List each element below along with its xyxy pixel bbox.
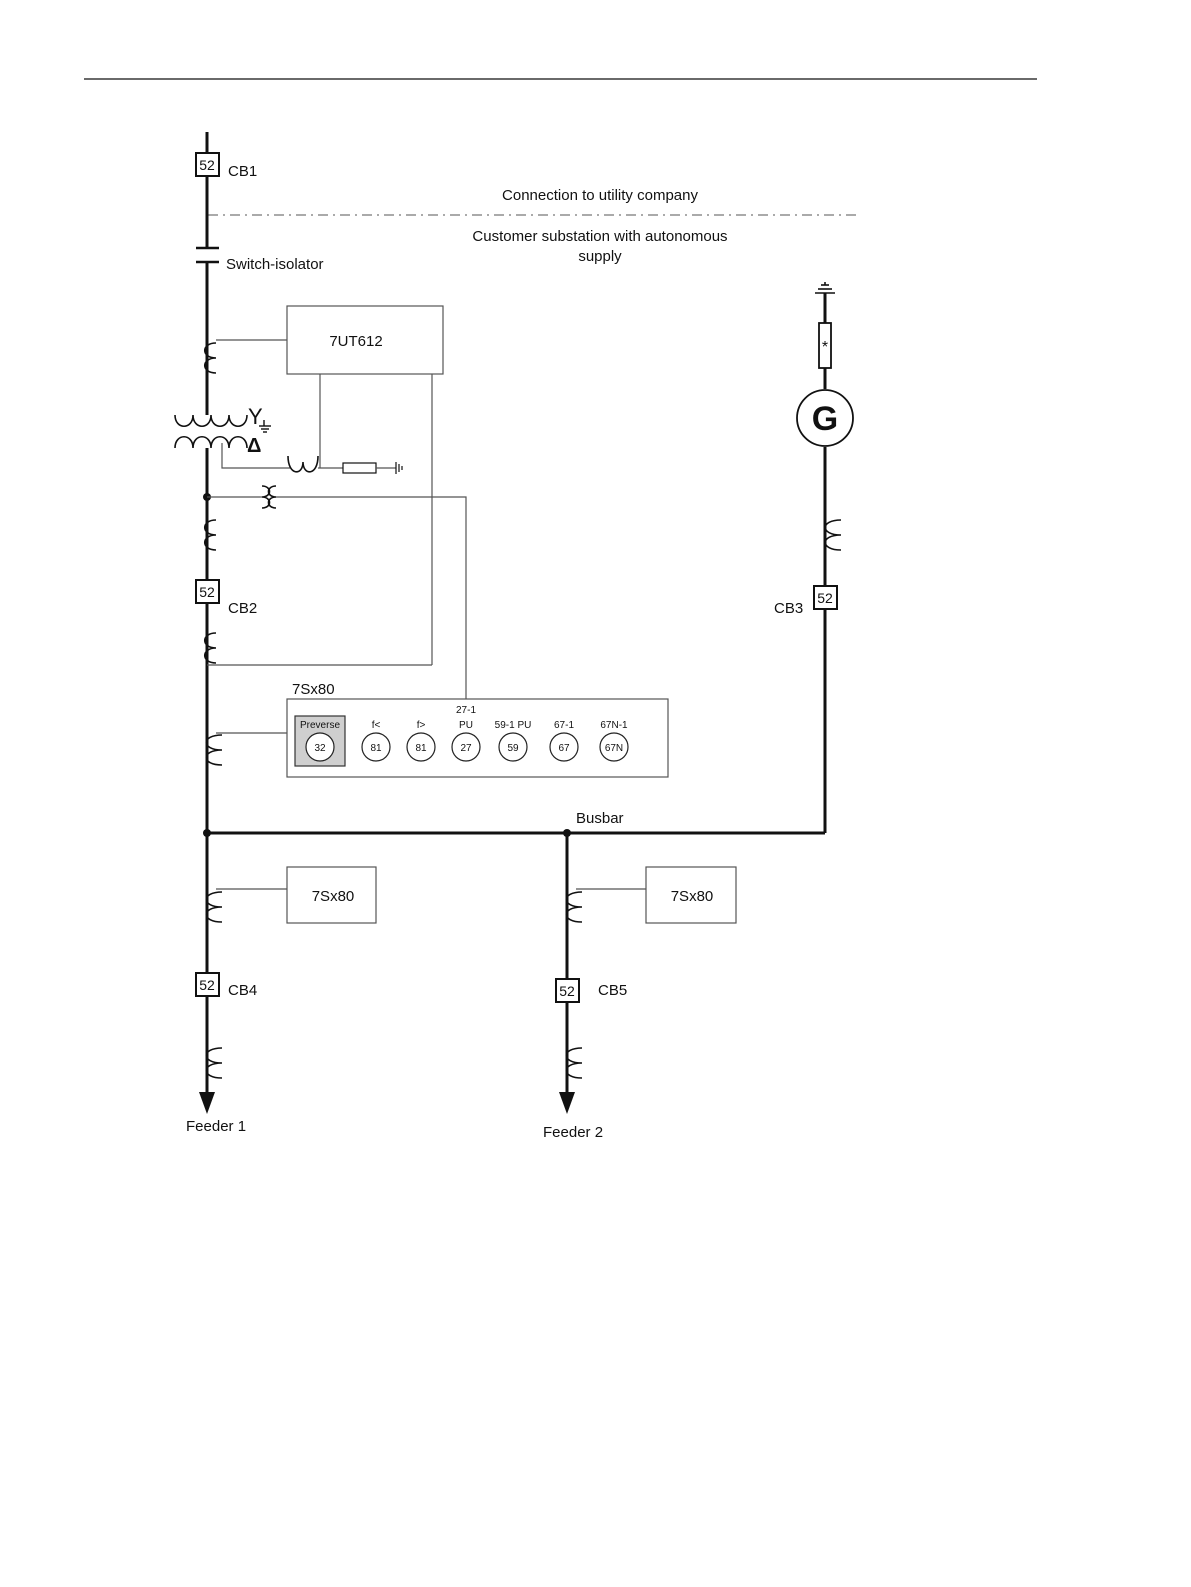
relay-7ut612-label: 7UT612 (329, 333, 382, 350)
function-code: 81 (370, 743, 382, 754)
cb1-label: CB1 (228, 163, 257, 180)
function-name-label: f< (372, 720, 381, 731)
function-name-label: PU (459, 720, 473, 731)
transformer-icon (175, 415, 247, 448)
ground-icon (396, 462, 402, 474)
cb5-code: 52 (559, 983, 575, 999)
busbar-label: Busbar (576, 810, 624, 827)
function-name-label: 67N-1 (600, 720, 628, 731)
utility-label: Connection to utility company (502, 187, 698, 204)
function-code: 32 (314, 743, 326, 754)
feeder2-relay-label: 7Sx80 (671, 888, 714, 905)
ct-icon (206, 735, 222, 765)
function-code: 59 (507, 743, 519, 754)
ct-icon (566, 1048, 582, 1078)
ct-icon (825, 520, 841, 550)
switch-isolator-label: Switch-isolator (226, 256, 324, 273)
cb3-label: CB3 (774, 600, 803, 617)
feeder2-arrow-icon (559, 1092, 575, 1114)
wye-grounded-icon: Y (248, 404, 263, 429)
function-name-label: 67-1 (554, 720, 574, 731)
function-code: 67 (558, 743, 570, 754)
generator-ground-icon (815, 282, 835, 293)
cb4-code: 52 (199, 977, 215, 993)
customer-label-line1: Customer substation with autonomous (472, 228, 727, 245)
cb4-label: CB4 (228, 982, 257, 999)
cb3-code: 52 (817, 590, 833, 606)
busbar-junction-left (203, 829, 211, 837)
feeder2-label: Feeder 2 (543, 1124, 603, 1141)
function-code: 81 (415, 743, 427, 754)
feeder1-arrow-icon (199, 1092, 215, 1114)
cb2-label: CB2 (228, 600, 257, 617)
resistor-star: * (822, 339, 828, 356)
cb2-code: 52 (199, 584, 215, 600)
neutral-resistor-icon (343, 463, 376, 473)
switch-isolator-icon (196, 248, 219, 262)
cb5-label: CB5 (598, 982, 627, 999)
generator-label: G (812, 400, 838, 438)
function-name-label: f> (417, 720, 426, 731)
function-top-label: 27-1 (456, 705, 476, 716)
customer-label-line2: supply (578, 248, 622, 265)
feeder1-label: Feeder 1 (186, 1118, 246, 1135)
function-name-label: Preverse (300, 720, 340, 731)
feeder1-relay-label: 7Sx80 (312, 888, 355, 905)
ct-icon (206, 892, 222, 922)
main-relay-title: 7Sx80 (292, 681, 335, 698)
delta-icon: Δ (247, 435, 261, 457)
ct-icon (206, 1048, 222, 1078)
function-code: 27 (460, 743, 472, 754)
cb1-code: 52 (199, 157, 215, 173)
function-name-label: 59-1 PU (495, 720, 532, 731)
function-code: 67N (605, 743, 623, 754)
ct-icon (566, 892, 582, 922)
neutral-ct-icon (288, 456, 318, 472)
